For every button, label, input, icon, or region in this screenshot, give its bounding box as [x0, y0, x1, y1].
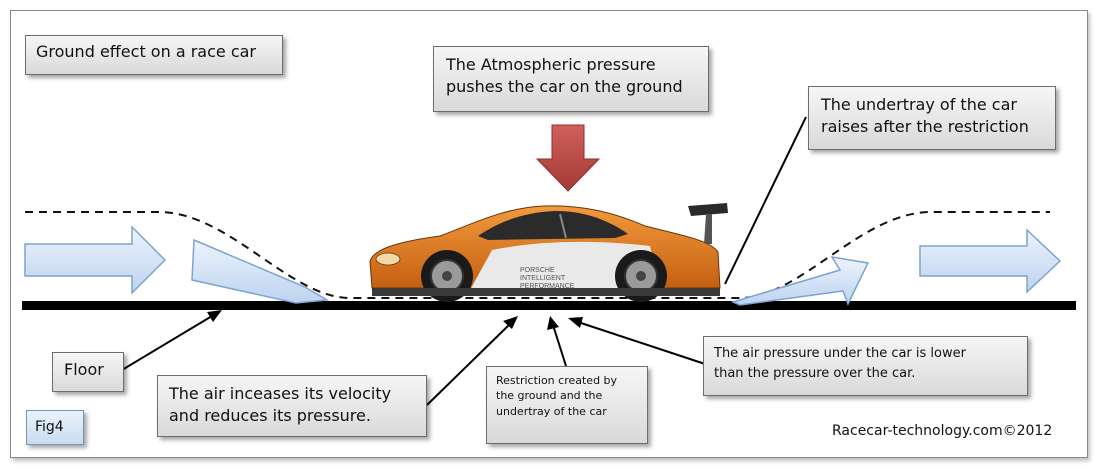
race-car-image: PORSCHE INTELLIGENT PERFORMANCE	[369, 203, 728, 302]
atmospheric-line-1: The Atmospheric pressure	[446, 55, 656, 74]
car-livery-line-3: PERFORMANCE	[520, 283, 575, 290]
restriction-pointer	[547, 316, 567, 367]
air-pressure-line-1: The air pressure under the car is lower	[714, 346, 966, 361]
floor-callout: Floor	[52, 352, 124, 392]
car-livery-line-1: PORSCHE	[520, 267, 555, 274]
air-pressure-pointer	[568, 317, 706, 365]
undertray-callout: The undertray of the car raises after th…	[808, 86, 1056, 150]
atmospheric-pressure-callout: The Atmospheric pressure pushes the car …	[433, 46, 709, 112]
diagram-title: Ground effect on a race car	[25, 35, 283, 75]
airflow-dashed-line	[25, 211, 1050, 299]
restriction-line-3: undertray of the car	[496, 404, 607, 418]
flow-arrow-diverging	[730, 255, 870, 306]
title-text: Ground effect on a race car	[36, 42, 256, 61]
figure-number-badge: Fig4	[26, 410, 84, 445]
velocity-pointer	[426, 316, 518, 406]
flow-arrow-left	[24, 225, 167, 295]
restriction-line-2: the ground and the	[496, 389, 603, 403]
pressure-down-arrow	[535, 124, 601, 192]
air-pressure-callout: The air pressure under the car is lower …	[703, 336, 1028, 396]
atmospheric-line-2: pushes the car on the ground	[446, 76, 683, 96]
floor-line	[22, 301, 1076, 310]
undertray-line-1: The undertray of the car	[821, 95, 1017, 114]
velocity-line-2: and reduces its pressure.	[169, 405, 371, 425]
figure-number-text: Fig4	[35, 419, 64, 435]
car-livery-line-2: INTELLIGENT	[520, 275, 566, 282]
restriction-line-1: Restriction created by	[496, 374, 618, 387]
floor-text: Floor	[64, 360, 104, 379]
flow-arrow-right	[919, 228, 1062, 294]
copyright-credit: Racecar-technology.com©2012	[832, 423, 1053, 439]
undertray-pointer	[724, 116, 807, 285]
air-pressure-line-2: than the pressure over the car.	[714, 365, 916, 381]
flow-arrow-converging	[191, 238, 330, 304]
velocity-callout: The air inceases its velocity and reduce…	[157, 375, 427, 437]
undertray-line-2: raises after the restriction	[821, 116, 1029, 136]
restriction-callout: Restriction created by the ground and th…	[486, 366, 648, 444]
velocity-line-1: The air inceases its velocity	[169, 384, 392, 403]
floor-pointer	[121, 310, 222, 371]
